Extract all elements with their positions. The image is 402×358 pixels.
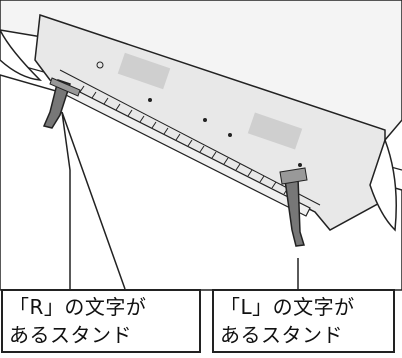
r-stand xyxy=(42,79,71,129)
r-stand-callout: 「R」の文字が あるスタンド xyxy=(1,289,201,353)
r-stand-callout-line2: あるスタンド xyxy=(9,323,132,347)
l-stand-callout-line1: 「L」の文字が xyxy=(220,295,355,319)
panel-curl xyxy=(369,137,397,232)
screw-hole xyxy=(96,61,104,69)
screw-hole xyxy=(298,163,302,167)
l-stand-callout-line2: あるスタンド xyxy=(220,323,343,347)
l-stand-callout: 「L」の文字が あるスタンド xyxy=(212,289,395,353)
right-vent xyxy=(247,112,303,150)
screw-hole xyxy=(228,133,232,137)
leader-line-r xyxy=(61,111,126,290)
r-stand-callout-line1: 「R」の文字が xyxy=(9,295,147,319)
l-stand-mount xyxy=(279,167,308,185)
panel-curl-left xyxy=(0,29,43,81)
screw-hole xyxy=(148,98,152,102)
left-vent xyxy=(117,52,171,90)
screw-hole xyxy=(203,118,207,122)
bottom-edge-ridges xyxy=(79,85,289,195)
tv-back-ridge xyxy=(59,69,321,206)
r-stand-mount xyxy=(49,77,81,97)
